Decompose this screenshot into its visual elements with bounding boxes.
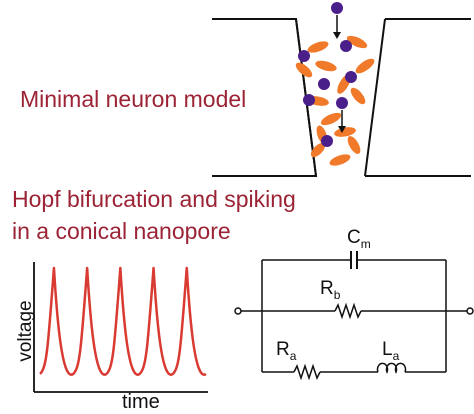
hopf-title-line1: Hopf bifurcation and spiking xyxy=(12,186,296,212)
voltage-trace xyxy=(39,266,207,376)
resistor-ra-label: Ra xyxy=(276,339,297,363)
capacitor-label: Cm xyxy=(347,227,371,251)
purple-ions xyxy=(298,2,357,147)
inductor-la-label: La xyxy=(382,339,400,363)
minimal-model-title: Minimal neuron model xyxy=(20,86,247,112)
pore-wall-right xyxy=(364,18,386,177)
resistor-rb xyxy=(334,302,362,320)
terminal-left xyxy=(234,307,242,315)
resistor-ra xyxy=(293,363,321,381)
terminal-right xyxy=(466,307,474,315)
hopf-title: Hopf bifurcation and spiking in a conica… xyxy=(12,183,296,247)
x-axis-label: time xyxy=(122,391,160,413)
orange-ions xyxy=(295,35,375,166)
flow-arrows xyxy=(333,15,346,133)
resistor-rb-label: Rb xyxy=(320,278,341,302)
hopf-title-line2: in a conical nanopore xyxy=(12,218,231,244)
inductor-la xyxy=(376,362,407,375)
